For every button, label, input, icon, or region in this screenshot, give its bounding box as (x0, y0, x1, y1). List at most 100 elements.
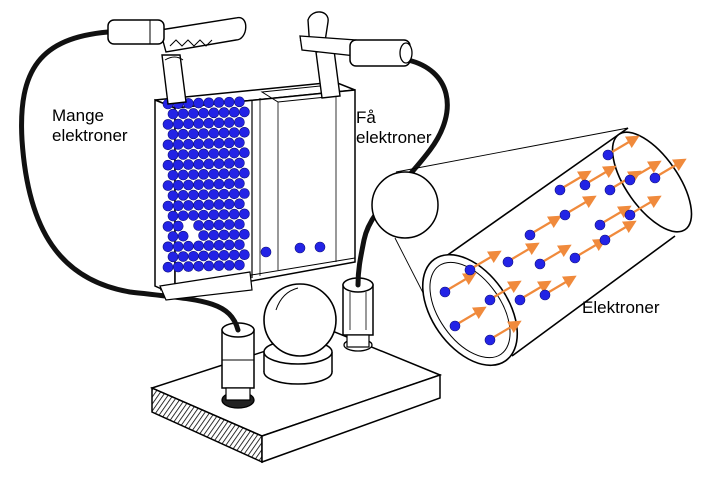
electron (213, 199, 225, 210)
electron (213, 158, 225, 169)
few-electrons-label-line1: Få (356, 108, 376, 127)
electron (162, 200, 174, 212)
electron (188, 108, 199, 119)
electron (188, 210, 199, 221)
electron (188, 148, 199, 160)
electron (167, 149, 179, 161)
electron (234, 178, 245, 189)
motion-arrow (493, 320, 522, 338)
electron (162, 221, 174, 232)
electron (294, 242, 306, 254)
electron (167, 169, 179, 181)
electron (218, 168, 230, 180)
electron (534, 258, 546, 270)
motion-arrow (511, 242, 540, 260)
electron (193, 138, 204, 150)
electron (218, 229, 230, 241)
electron (172, 241, 184, 252)
electron (167, 251, 179, 263)
electron (228, 127, 240, 138)
electron (213, 260, 225, 271)
electron (203, 97, 215, 109)
motion-arrow (473, 250, 502, 268)
motion-arrow (563, 170, 592, 188)
electron (524, 229, 536, 241)
electron (162, 119, 174, 130)
electron (484, 294, 496, 306)
electron (162, 159, 174, 171)
electron (198, 128, 209, 139)
magnifier-callout (371, 127, 629, 327)
electron (177, 128, 189, 140)
electron (198, 148, 209, 160)
electron (162, 139, 174, 151)
electron (203, 138, 215, 149)
electron (198, 189, 209, 201)
electron (193, 220, 204, 231)
few-electrons-cluster (260, 241, 326, 258)
electron (234, 116, 245, 128)
electron (239, 167, 250, 179)
motion-arrow (633, 160, 662, 178)
electron (314, 241, 326, 253)
motion-arrow (493, 280, 522, 298)
electron (579, 179, 591, 191)
electron (234, 137, 245, 148)
electron (188, 128, 199, 140)
electron (183, 240, 194, 252)
electron (172, 179, 184, 191)
electron (162, 261, 174, 273)
electron (203, 260, 215, 272)
electron (234, 96, 245, 108)
electron (213, 239, 225, 251)
electron (183, 200, 194, 211)
electron (188, 250, 199, 262)
electron (218, 148, 230, 159)
electron (193, 118, 204, 129)
electron (213, 178, 225, 190)
left-terminal-post (221, 322, 255, 409)
electron (203, 240, 215, 251)
electron (177, 169, 189, 181)
electron (208, 209, 220, 221)
electron (183, 179, 194, 191)
electron (177, 149, 189, 160)
electron (193, 179, 204, 190)
electron (559, 209, 571, 221)
electron (554, 184, 566, 196)
electron (208, 250, 220, 261)
motion-arrow (603, 205, 632, 223)
motion-arrow (578, 238, 607, 256)
electron (203, 117, 215, 129)
right-electrode-clamp (299, 11, 413, 99)
electron (234, 157, 245, 169)
electron (183, 159, 194, 170)
electron (439, 286, 451, 298)
motion-arrow (588, 165, 617, 183)
electron (167, 108, 179, 120)
electron (223, 137, 235, 149)
electron (208, 229, 220, 241)
electron (208, 127, 220, 139)
motion-arrow (533, 215, 562, 233)
electron (569, 252, 581, 264)
electron (208, 168, 220, 180)
electron (218, 209, 230, 220)
electron (228, 147, 240, 159)
electron (223, 158, 235, 169)
electron (223, 219, 235, 230)
electrons-label: Elektroner (582, 298, 660, 317)
electron (213, 97, 225, 108)
motion-arrow (633, 195, 662, 213)
electron (188, 169, 199, 180)
wire-cylinder (421, 127, 693, 367)
electron (167, 231, 179, 242)
electron (172, 139, 184, 150)
motion-arrow (548, 275, 577, 293)
electron (223, 117, 235, 128)
few-electrons-label-line2: elektroner (356, 128, 432, 147)
many-electrons-label-line1: Mange (52, 106, 104, 125)
electron (228, 168, 240, 179)
